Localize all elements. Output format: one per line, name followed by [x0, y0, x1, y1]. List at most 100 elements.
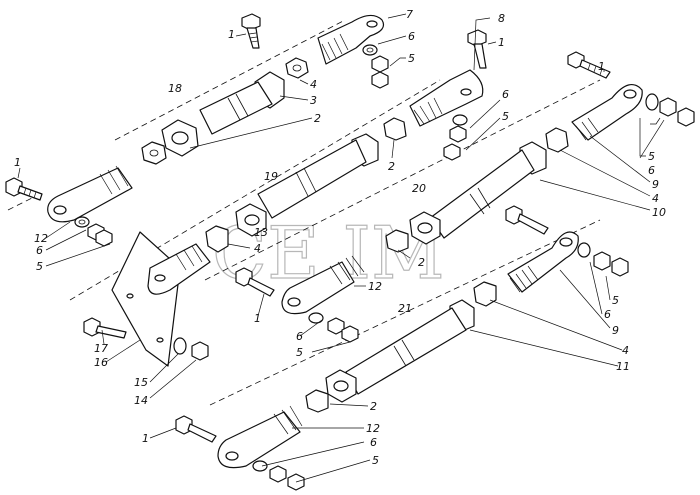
- eye-link-right: [571, 83, 643, 141]
- washer-6e: [308, 312, 324, 324]
- nut-5c1: [449, 125, 467, 143]
- label-1: 1: [254, 312, 261, 325]
- bolt-left: [5, 177, 43, 201]
- label-4: 4: [652, 192, 659, 205]
- link-eye-8: [409, 69, 484, 127]
- nut-4c: [205, 225, 229, 253]
- label-12: 12: [368, 280, 382, 293]
- label-5: 5: [612, 294, 619, 307]
- bolt-17: [83, 317, 127, 339]
- group-bracket-18: [114, 19, 346, 141]
- nut-4d: [473, 281, 497, 307]
- part-labels: 1 7 8 6 1 5 18 4 3 2 1 6 5 1 2 19 5 6 9 …: [14, 8, 666, 467]
- eye-link-12a: [47, 165, 133, 223]
- washer-lr1: [577, 242, 591, 258]
- label-13: 13: [254, 226, 268, 239]
- label-2: 2: [314, 112, 321, 125]
- nut-4b: [545, 127, 569, 153]
- bolt-mid: [235, 267, 275, 297]
- label-11: 11: [616, 360, 630, 373]
- turnbuckle-20: [409, 141, 547, 245]
- label-6: 6: [604, 308, 611, 321]
- nut-2d: [305, 389, 329, 413]
- label-19: 19: [264, 170, 278, 183]
- nut-5a2: [371, 71, 389, 89]
- label-21: 21: [398, 302, 412, 315]
- label-6: 6: [408, 30, 415, 43]
- washer-6a: [362, 44, 378, 56]
- label-1: 1: [498, 36, 505, 49]
- label-5: 5: [502, 110, 509, 123]
- nut-14: [191, 341, 209, 361]
- label-5: 6: [370, 436, 377, 449]
- group-bracket-20: [204, 79, 601, 281]
- bolt-top: [241, 13, 261, 49]
- label-4: 4: [310, 78, 317, 91]
- label-5: 5: [408, 52, 415, 65]
- group-bracket-21: [209, 219, 601, 406]
- label-20: 20: [412, 182, 426, 195]
- nut-4a: [285, 57, 309, 79]
- label-1: 1: [142, 432, 149, 445]
- washer-bottom: [252, 460, 268, 472]
- label-7: 7: [406, 8, 413, 21]
- nut-5b2: [95, 229, 113, 247]
- bolt-bottom: [175, 415, 217, 443]
- bolt-8: [467, 29, 487, 69]
- label-18: 18: [168, 82, 182, 95]
- group-bracket-left: [7, 194, 39, 211]
- label-4: 4: [622, 344, 629, 357]
- nut-lr2: [611, 257, 629, 277]
- turnbuckle-21: [325, 299, 475, 403]
- label-5: 5: [372, 454, 379, 467]
- label-5: 5: [648, 150, 655, 163]
- label-10: 10: [652, 206, 666, 219]
- eye-link-9: [507, 231, 579, 293]
- label-5: 5: [296, 346, 303, 359]
- label-5: 5: [36, 260, 43, 273]
- label-12: 12: [34, 232, 48, 245]
- bolt-lower-right: [505, 205, 549, 235]
- label-15: 15: [134, 376, 148, 389]
- label-12: 12: [366, 422, 380, 435]
- nut-2b: [383, 117, 407, 141]
- washer-15: [173, 337, 187, 355]
- nut-2c: [385, 229, 409, 253]
- nut-5e2: [341, 325, 359, 343]
- label-2: 2: [418, 256, 425, 269]
- label-6: 6: [36, 244, 43, 257]
- label-9: 9: [652, 178, 659, 191]
- label-2: 2: [388, 160, 395, 173]
- label-6: 6: [502, 88, 509, 101]
- nut-5d2: [677, 107, 695, 127]
- label-1: 1: [14, 156, 21, 169]
- label-1: 1: [228, 28, 235, 41]
- label-8: 8: [498, 12, 505, 25]
- label-3: 3: [310, 94, 317, 107]
- washer-6d: [645, 93, 659, 111]
- washer-6b: [74, 216, 90, 228]
- bolt-right: [567, 51, 611, 79]
- label-16: 16: [94, 356, 108, 369]
- nut-5a1: [371, 55, 389, 73]
- nut-lr1: [593, 251, 611, 271]
- label-14: 14: [134, 394, 148, 407]
- eye-link-12b: [281, 255, 365, 315]
- label-9: 9: [612, 324, 619, 337]
- nut-bottom1: [269, 465, 287, 483]
- link-eye-7: [317, 14, 385, 65]
- label-2: 2: [370, 400, 377, 413]
- label-17: 17: [94, 342, 108, 355]
- leader-lines: [17, 13, 665, 483]
- label-6: 6: [296, 330, 303, 343]
- bracket-plate-16: [111, 231, 211, 367]
- turnbuckle-18: [161, 71, 285, 157]
- label-6: 6: [648, 164, 655, 177]
- eye-link-12c: [217, 405, 303, 469]
- label-4: 4: [254, 242, 261, 255]
- nut-2a: [141, 141, 167, 165]
- nut-5d1: [659, 97, 677, 117]
- nut-5c2: [443, 143, 461, 161]
